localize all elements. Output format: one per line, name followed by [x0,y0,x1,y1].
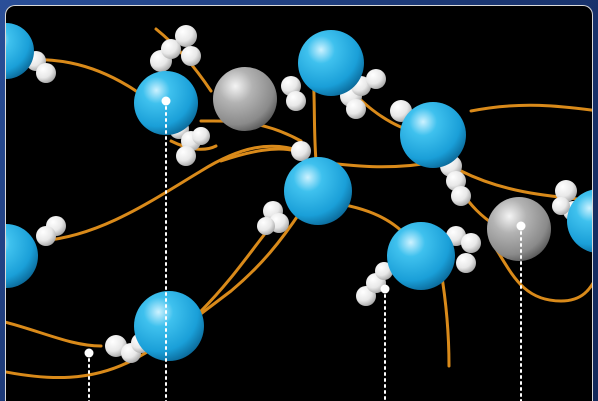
pointer-dot [161,96,171,106]
bond-strand [6,320,103,348]
large-atom [284,157,352,225]
small-atom [36,63,56,83]
small-atom [375,262,393,280]
atom-layer [6,23,592,363]
molecule-illustration [6,23,592,401]
large-atom [400,102,466,168]
large-atom [298,30,364,96]
small-atom [192,127,210,145]
pointer-dot [516,221,526,231]
bond-strand [169,139,218,151]
bond-strand [469,103,592,113]
small-atom [257,217,275,235]
pointer-dot [380,284,390,294]
bond-strand [39,144,303,243]
small-atom [291,141,311,161]
large-atom [6,23,34,79]
small-atom [161,39,181,59]
small-atom [552,197,570,215]
molecule-panel [5,5,593,401]
small-atom [181,46,201,66]
small-atom [176,146,196,166]
bond-strand [489,239,592,303]
small-atom [346,99,366,119]
pointer-dot [84,348,94,358]
small-atom [555,180,577,202]
small-atom [461,233,481,253]
bond-strand [199,224,273,313]
large-atom [387,222,455,290]
large-atom [134,291,204,361]
small-atom [175,25,197,47]
small-atom [286,91,306,111]
large-atom [567,189,592,253]
small-atom [451,186,471,206]
small-atom [366,69,386,89]
large-atom [6,224,38,288]
small-atom [36,226,56,246]
bond-strand [439,269,451,368]
pointer-layer [84,96,526,401]
medium-atom [213,67,277,131]
small-atom [456,253,476,273]
bond-strand [219,147,298,163]
